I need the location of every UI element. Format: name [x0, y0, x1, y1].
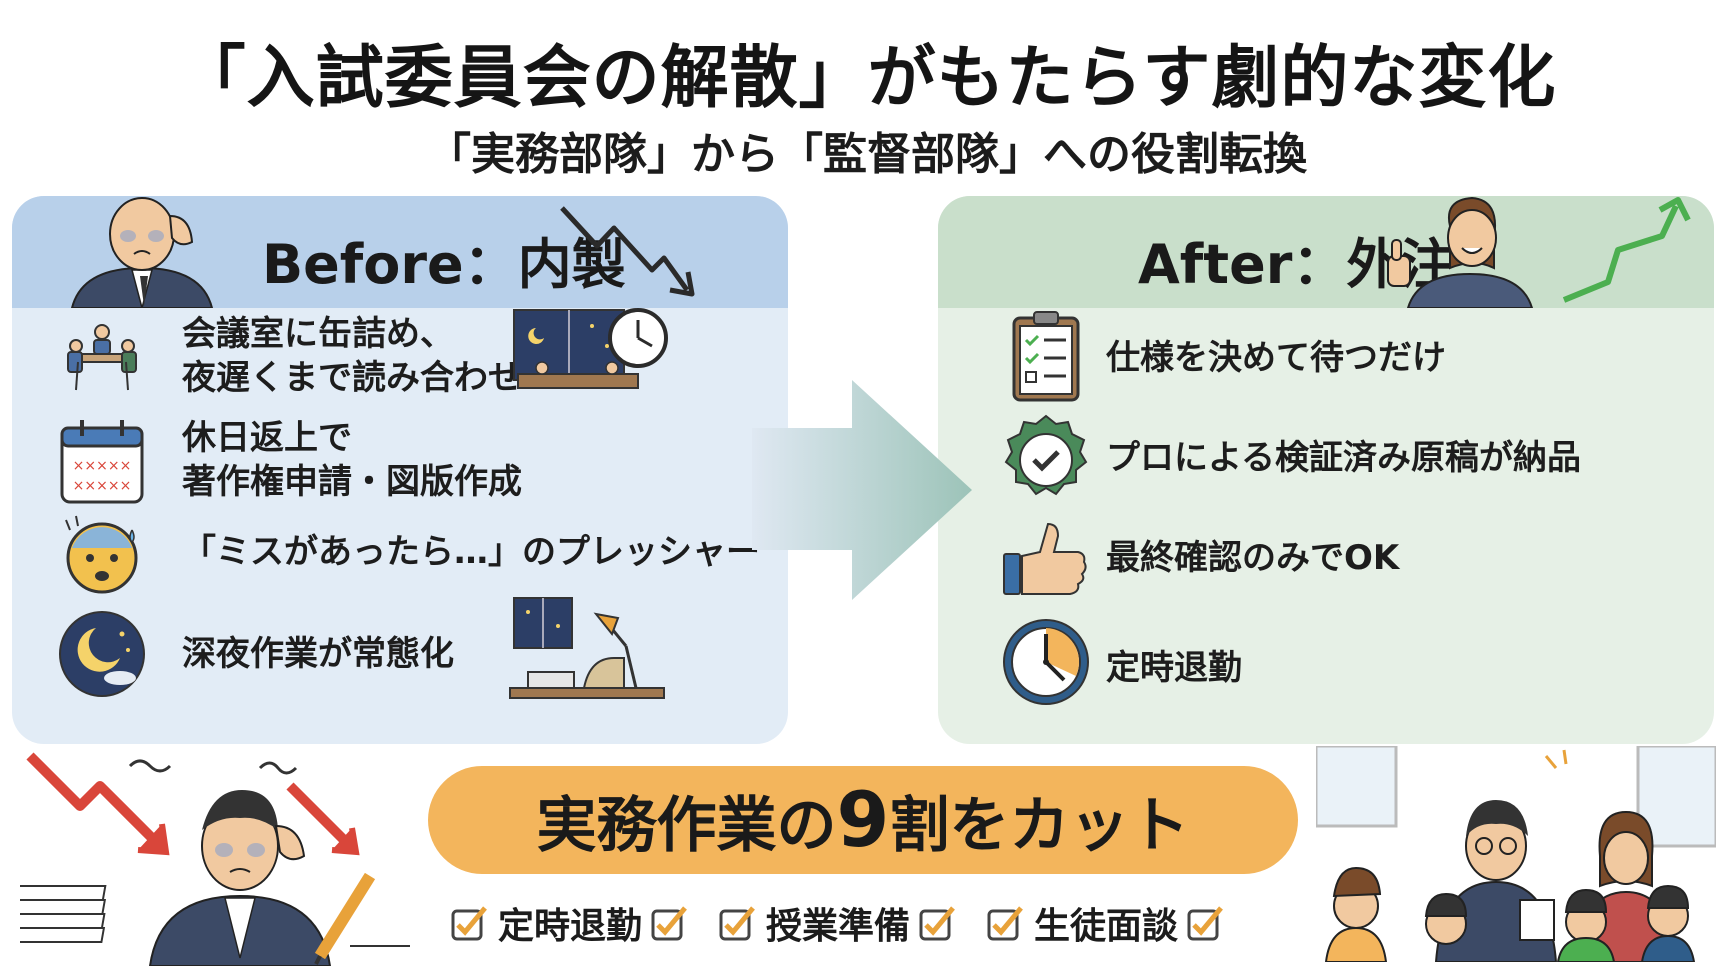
- checkbox-icon: [1187, 906, 1223, 941]
- before-item-meeting: 会議室に缶詰め、 夜遅くまで読み合わせ: [12, 306, 788, 406]
- stressed-teacher-illustration: [20, 752, 410, 966]
- benefit-label: 生徒面談: [1034, 906, 1179, 947]
- before-item-text: 休日返上で 著作権申請・図版作成: [182, 416, 522, 504]
- benefit-label: 授業準備: [766, 906, 911, 947]
- checkbox-icon: [719, 906, 755, 941]
- text-line: プロによる検証済み原稿が納品: [1106, 438, 1581, 478]
- benefit-item: 授業準備: [718, 897, 958, 949]
- clipboard-checklist-icon: [1012, 311, 1080, 402]
- before-item-text: 「ミスがあったら…」のプレッシャー: [182, 530, 760, 574]
- text-line: 深夜作業が常態化: [182, 634, 454, 674]
- subtitle: 「実務部隊」から「監督部隊」への役割転換: [427, 129, 1307, 180]
- text-line: 夜遅くまで読み合わせ: [182, 358, 522, 398]
- text-line: 仕様を決めて待つだけ: [1106, 338, 1446, 378]
- after-item-text: 仕様を決めて待つだけ: [1106, 336, 1446, 380]
- before-item-holiday: ××××× ××××× 休日返上で 著作権申請・図版作成: [12, 412, 788, 512]
- text-line: 休日返上で: [182, 418, 352, 458]
- text-line: 著作権申請・図版作成: [182, 462, 522, 502]
- benefit-checklist: 定時退勤 授業準備 生徒面談: [450, 893, 1310, 953]
- before-panel: Before：内製 会議室に缶詰め、 夜遅くまで読み合わせ: [12, 196, 788, 744]
- after-item-final: 最終確認のみでOK: [938, 508, 1714, 608]
- checkbox-icon: [451, 906, 487, 941]
- text-line: 「ミスがあったら…」のプレッシャー: [182, 532, 760, 572]
- before-item-pressure: 「ミスがあったら…」のプレッシャー: [12, 506, 788, 598]
- banner-prefix: 実務作業の: [536, 791, 837, 861]
- before-heading: Before：内製: [262, 233, 626, 296]
- text-line: 最終確認のみでOK: [1106, 538, 1400, 578]
- clock-icon: [1003, 619, 1089, 705]
- calendar-icon: ××××× ×××××: [60, 420, 144, 504]
- checkbox-icon: [987, 906, 1023, 941]
- trend-up-icon: [1562, 197, 1691, 303]
- after-item-verified: プロによる検証済み原稿が納品: [938, 408, 1714, 508]
- benefit-item: 定時退勤: [450, 897, 690, 949]
- before-item-latenight: 深夜作業が常態化: [12, 596, 788, 716]
- classroom-illustration: [1316, 746, 1716, 962]
- after-header: After：外注: [938, 196, 1714, 308]
- desk-lamp-illustration: [509, 597, 665, 699]
- thumbs-up-icon: [1003, 522, 1087, 595]
- night-office-illustration: [513, 308, 668, 389]
- main-title: 「入試委員会の解散」がもたらす劇的な変化: [177, 39, 1557, 118]
- anxious-face-icon: [65, 515, 138, 594]
- after-item-ontime: 定時退勤: [938, 608, 1714, 718]
- worried-teacher-illustration: [70, 197, 214, 308]
- check-badge-icon: [1004, 414, 1088, 496]
- happy-teacher-illustration: [1387, 196, 1534, 308]
- before-item-text: 会議室に缶詰め、 夜遅くまで読み合わせ: [182, 312, 522, 400]
- checkbox-icon: [919, 906, 955, 941]
- after-item-text: 定時退勤: [1106, 646, 1242, 690]
- transition-arrow-icon: [752, 380, 972, 600]
- after-item-text: 最終確認のみでOK: [1106, 536, 1399, 580]
- result-banner: 実務作業の9割をカット: [428, 766, 1298, 874]
- after-item-text: プロによる検証済み原稿が納品: [1106, 436, 1581, 480]
- meeting-room-icon: [67, 324, 137, 391]
- banner-suffix: 割をカット: [889, 791, 1190, 861]
- moon-icon: [59, 611, 145, 697]
- text-line: 会議室に缶詰め、: [182, 314, 454, 354]
- checkbox-icon: [651, 906, 687, 941]
- text-line: 定時退勤: [1106, 648, 1242, 688]
- after-panel: After：外注 仕様を決めて待つだけ: [938, 196, 1714, 744]
- banner-number: 9: [836, 775, 890, 864]
- svg-text:×××××: ×××××: [73, 458, 132, 474]
- benefit-label: 定時退勤: [498, 906, 643, 947]
- svg-text:×××××: ×××××: [73, 478, 132, 494]
- after-item-spec: 仕様を決めて待つだけ: [938, 308, 1714, 408]
- before-item-text: 深夜作業が常態化: [182, 632, 454, 676]
- trend-down-icon: [560, 206, 695, 297]
- benefit-item: 生徒面談: [986, 897, 1226, 949]
